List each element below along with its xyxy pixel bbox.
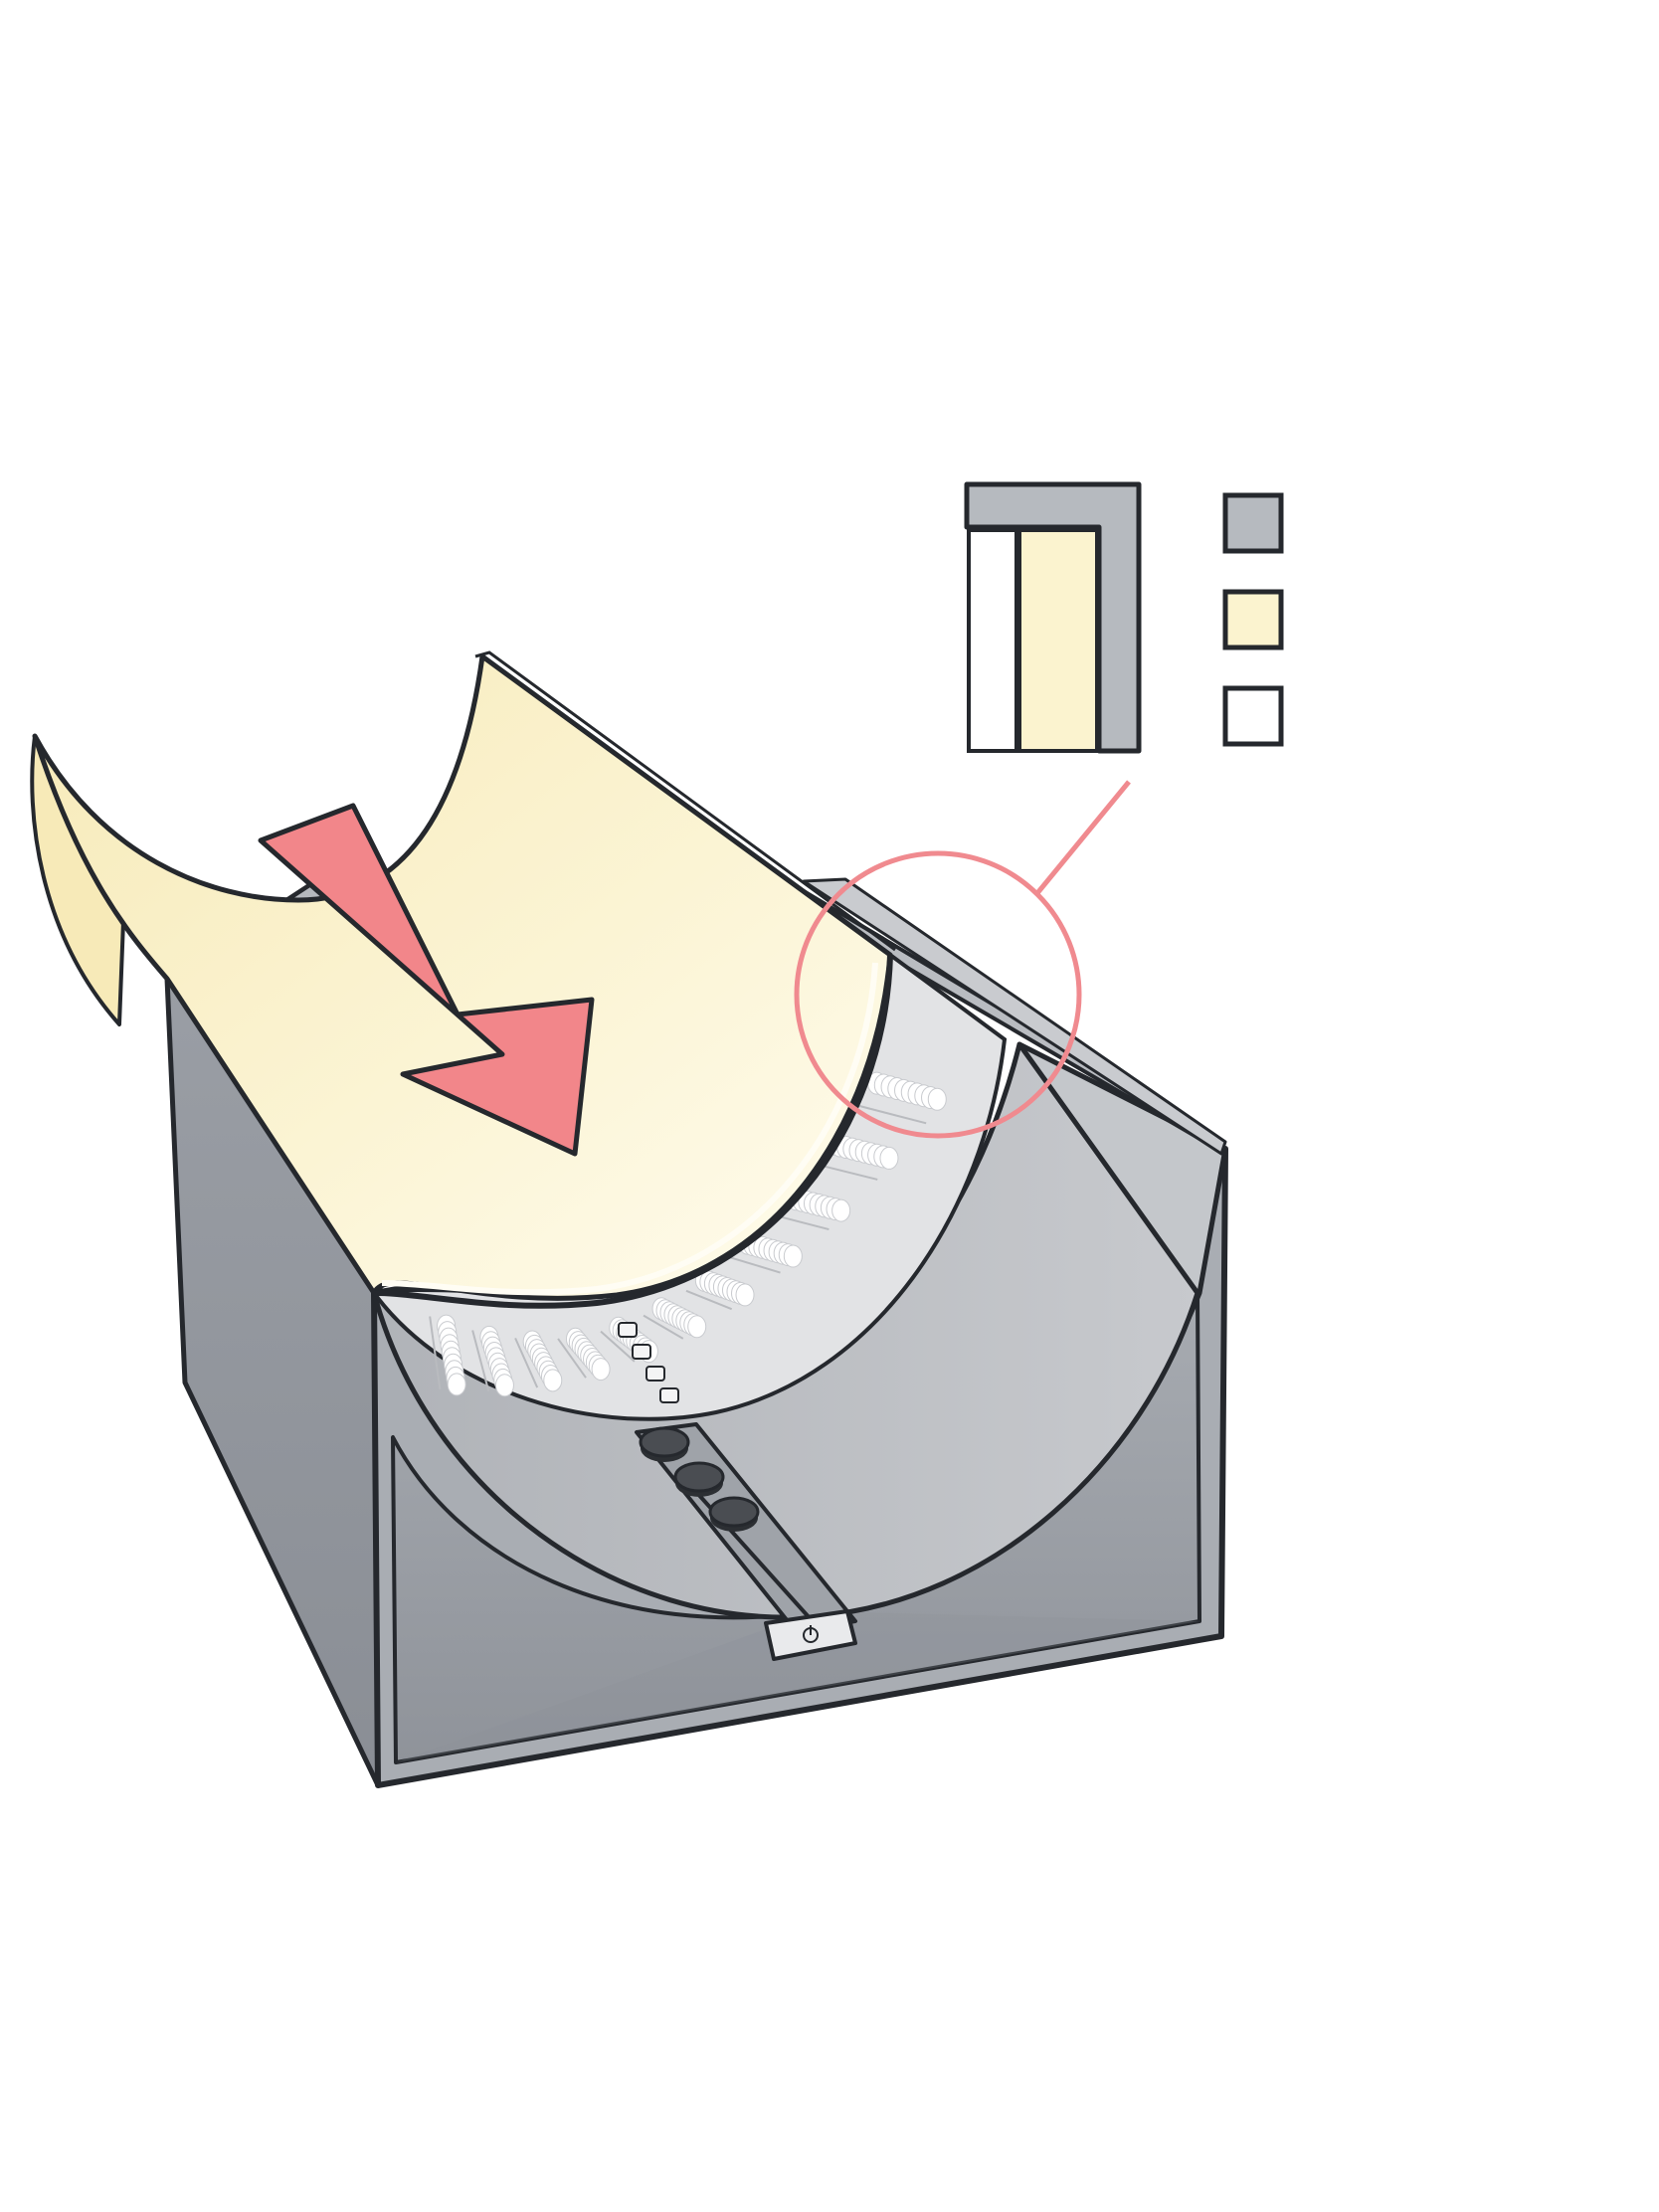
led-dot [735,1283,755,1307]
diffuser-sheet [30,650,896,1309]
dimmer-knob[interactable] [708,1496,760,1528]
dimmer-knob[interactable] [673,1461,725,1493]
section-led-layer [967,528,1018,753]
legend-swatch-housing [1222,492,1284,554]
dimmer-knob-group [639,1426,760,1532]
led-strip-line [856,1104,927,1125]
control-rail [635,1422,857,1661]
diffuser-body [32,653,893,1301]
led-dot [831,1198,851,1222]
housing-top-rail-end [802,877,1227,1156]
detail-callout [794,780,1131,1139]
led-dot [687,1315,707,1339]
power-switch[interactable] [764,1609,857,1661]
led-dot [591,1358,611,1382]
led-dot [927,1087,947,1111]
section-diffuser-layer [1017,528,1099,753]
led-dot [543,1369,563,1392]
lamp-housing [164,862,1228,1788]
callout-leader [1035,780,1131,895]
material-legend [1222,492,1284,747]
led-dot [447,1373,466,1396]
housing-back-wall [396,1611,1199,1762]
led-strip-line [728,1255,781,1274]
legend-swatch-led-panel [1222,685,1284,747]
cross-section-detail [964,481,1142,754]
diffuser-top-fold [474,650,896,952]
led-chip [645,1366,665,1382]
led-chip-row [618,1322,679,1403]
led-dot [879,1146,899,1170]
insert-direction-arrow [258,803,595,1157]
diffuser-front-edge [373,954,893,1309]
led-strip-line [600,1330,636,1363]
dimmer-knob[interactable] [639,1426,690,1458]
led-chip [618,1322,638,1338]
led-strip-line [557,1338,587,1379]
led-dot [783,1244,803,1268]
led-strip-line [514,1337,539,1388]
led-chip [659,1387,679,1403]
led-strip-line [471,1330,490,1392]
led-chip [632,1344,651,1360]
diffuser-top-edge [480,654,892,957]
callout-circle [794,850,1082,1139]
diffuser-front-highlight [381,962,878,1296]
led-strip-line [685,1289,733,1311]
led-strip-line [429,1316,442,1390]
led-strip-line [643,1314,684,1340]
led-dot [494,1374,514,1397]
legend-swatch-diffuser [1222,589,1284,650]
